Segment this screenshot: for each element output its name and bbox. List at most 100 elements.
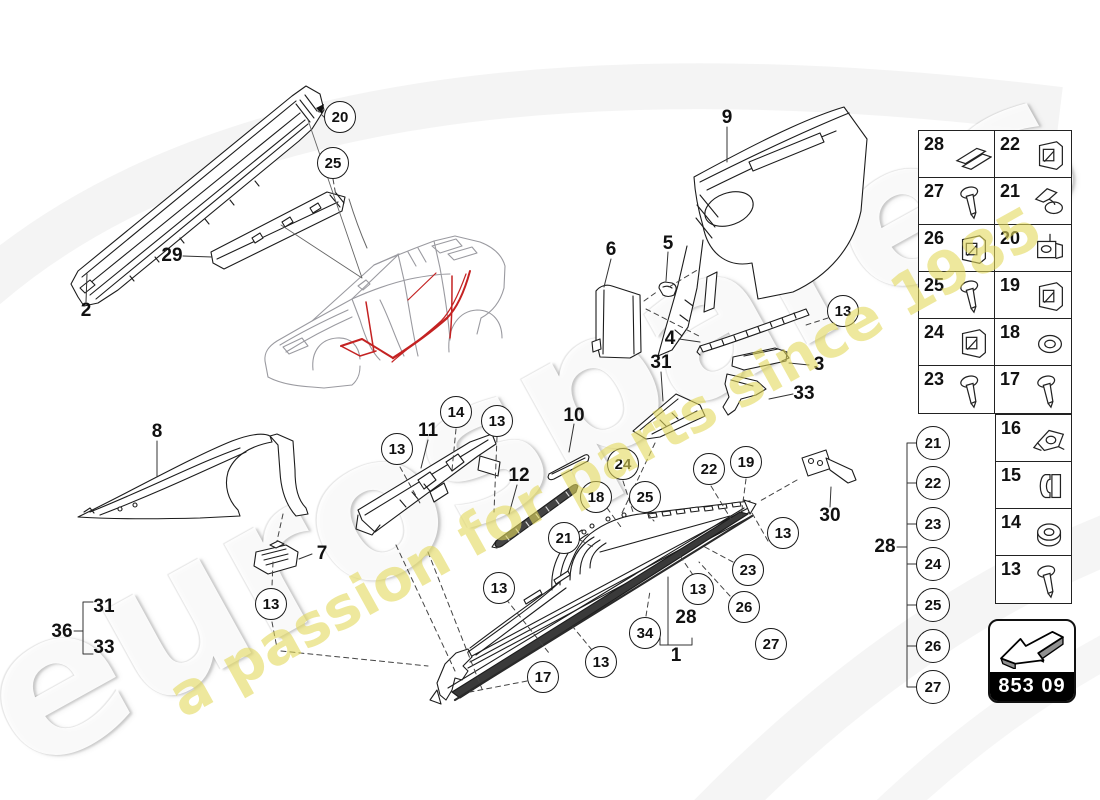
- callout-label-7[interactable]: 7: [316, 543, 328, 564]
- callout-circle-18[interactable]: 18: [580, 481, 612, 513]
- callout-circle-14[interactable]: 14: [440, 396, 472, 428]
- callout-label-29[interactable]: 29: [161, 245, 183, 266]
- callout-label-31[interactable]: 31: [650, 352, 672, 373]
- right-list-circle-22[interactable]: 22: [916, 466, 950, 500]
- car-sill-highlight: [340, 270, 471, 363]
- callout-circle-25[interactable]: 25: [317, 147, 349, 179]
- fastener-cell-23[interactable]: 23: [919, 366, 995, 413]
- callout-label-11[interactable]: 11: [417, 420, 439, 441]
- callout-circle-13[interactable]: 13: [481, 405, 513, 437]
- callout-circle-26[interactable]: 26: [728, 591, 760, 623]
- callout-circle-25[interactable]: 25: [629, 481, 661, 513]
- fastener-cell-label: 25: [924, 275, 945, 295]
- part-8-front-fender: [77, 433, 309, 520]
- callout-label-1[interactable]: 1: [670, 645, 682, 666]
- callout-circle-13[interactable]: 13: [767, 517, 799, 549]
- callout-circle-13[interactable]: 13: [381, 433, 413, 465]
- icon-rivet: [1035, 188, 1063, 215]
- callout-label-10[interactable]: 10: [563, 405, 585, 426]
- icon-plateclip: [1037, 233, 1063, 260]
- right-list-circle-25[interactable]: 25: [916, 588, 950, 622]
- callout-circle-27[interactable]: 27: [755, 628, 787, 660]
- fastener-cell-27[interactable]: 27: [919, 178, 995, 225]
- icon-screw: [958, 184, 980, 219]
- icon-strips: [956, 147, 992, 170]
- icon-clip: [1038, 141, 1063, 170]
- direction-arrow-icon: [990, 621, 1074, 671]
- callout-circle-23[interactable]: 23: [732, 554, 764, 586]
- icon-clip: [961, 235, 986, 264]
- icon-nut: [1037, 523, 1062, 547]
- fastener-cell-label: 21: [1000, 181, 1021, 201]
- callout-circle-13[interactable]: 13: [255, 588, 287, 620]
- fastener-cell-label: 17: [1000, 369, 1021, 389]
- callout-circle-22[interactable]: 22: [693, 453, 725, 485]
- callout-circle-13[interactable]: 13: [585, 646, 617, 678]
- callout-label-4[interactable]: 4: [664, 328, 676, 349]
- callout-label-6[interactable]: 6: [605, 239, 617, 260]
- callout-label-12[interactable]: 12: [508, 465, 530, 486]
- callout-circle-20[interactable]: 20: [324, 101, 356, 133]
- right-list-circle-27[interactable]: 27: [916, 670, 950, 704]
- fastener-cell-14[interactable]: 14: [996, 509, 1071, 556]
- fastener-cell-13[interactable]: 13: [996, 556, 1071, 603]
- part-31-wedge: [632, 393, 706, 440]
- icon-clamp: [1039, 474, 1062, 499]
- callout-label-5[interactable]: 5: [662, 233, 674, 254]
- callout-circle-13[interactable]: 13: [483, 572, 515, 604]
- callout-label-31[interactable]: 31: [93, 596, 115, 617]
- fastener-cell-15[interactable]: 15: [996, 462, 1071, 509]
- callout-circle-24[interactable]: 24: [607, 448, 639, 480]
- part-11-mounting-rail: [355, 433, 501, 536]
- icon-screw: [1035, 373, 1057, 408]
- callout-label-30[interactable]: 30: [819, 505, 841, 526]
- fastener-cell-label: 13: [1001, 559, 1022, 579]
- right-list-circle-23[interactable]: 23: [916, 507, 950, 541]
- fastener-cell-17[interactable]: 17: [995, 366, 1071, 413]
- dashed-leader-lines: [271, 110, 829, 693]
- callout-circle-17[interactable]: 17: [527, 661, 559, 693]
- callout-circle-21[interactable]: 21: [548, 522, 580, 554]
- fastener-cell-24[interactable]: 24: [919, 319, 995, 366]
- right-list-group-label[interactable]: 28: [874, 536, 896, 557]
- fastener-cell-22[interactable]: 22: [995, 131, 1071, 178]
- callout-label-3[interactable]: 3: [813, 354, 825, 375]
- fastener-cell-label: 24: [924, 322, 945, 342]
- fastener-cell-25[interactable]: 25: [919, 272, 995, 319]
- callout-label-9[interactable]: 9: [721, 107, 733, 128]
- callout-label-28[interactable]: 28: [675, 607, 697, 628]
- right-list-circle-21[interactable]: 21: [916, 426, 950, 460]
- part-33-strap: [722, 373, 767, 416]
- fastener-cell-20[interactable]: 20: [995, 225, 1071, 272]
- fastener-cell-16[interactable]: 16: [996, 415, 1071, 462]
- fastener-cell-21[interactable]: 21: [995, 178, 1071, 225]
- callout-label-36[interactable]: 36: [51, 621, 73, 642]
- icon-screw: [958, 373, 980, 408]
- part-7-support: [253, 540, 299, 575]
- fastener-cell-26[interactable]: 26: [919, 225, 995, 272]
- callout-circle-13[interactable]: 13: [682, 573, 714, 605]
- car-body-wireframe: [264, 119, 506, 389]
- callout-label-8[interactable]: 8: [151, 421, 163, 442]
- callout-label-2[interactable]: 2: [80, 300, 92, 321]
- fastener-cell-28[interactable]: 28: [919, 131, 995, 178]
- right-list-circle-24[interactable]: 24: [916, 547, 950, 581]
- callout-label-33[interactable]: 33: [793, 383, 815, 404]
- diagram-code-box[interactable]: 853 09: [988, 619, 1076, 703]
- fastener-cell-19[interactable]: 19: [995, 272, 1071, 319]
- callout-circle-13[interactable]: 13: [827, 295, 859, 327]
- callout-circle-34[interactable]: 34: [629, 617, 661, 649]
- icon-cagenut: [1033, 429, 1065, 452]
- fastener-cell-label: 26: [924, 228, 945, 248]
- right-list-circle-26[interactable]: 26: [916, 629, 950, 663]
- part-4-strip: [696, 308, 810, 356]
- fastener-cell-label: 27: [924, 181, 945, 201]
- callout-circle-19[interactable]: 19: [730, 446, 762, 478]
- part-10-strip: [547, 454, 590, 481]
- fastener-cell-18[interactable]: 18: [995, 319, 1071, 366]
- fastener-cell-label: 14: [1001, 512, 1022, 532]
- callout-label-33[interactable]: 33: [93, 637, 115, 658]
- part-6-closing-panel: [591, 284, 642, 359]
